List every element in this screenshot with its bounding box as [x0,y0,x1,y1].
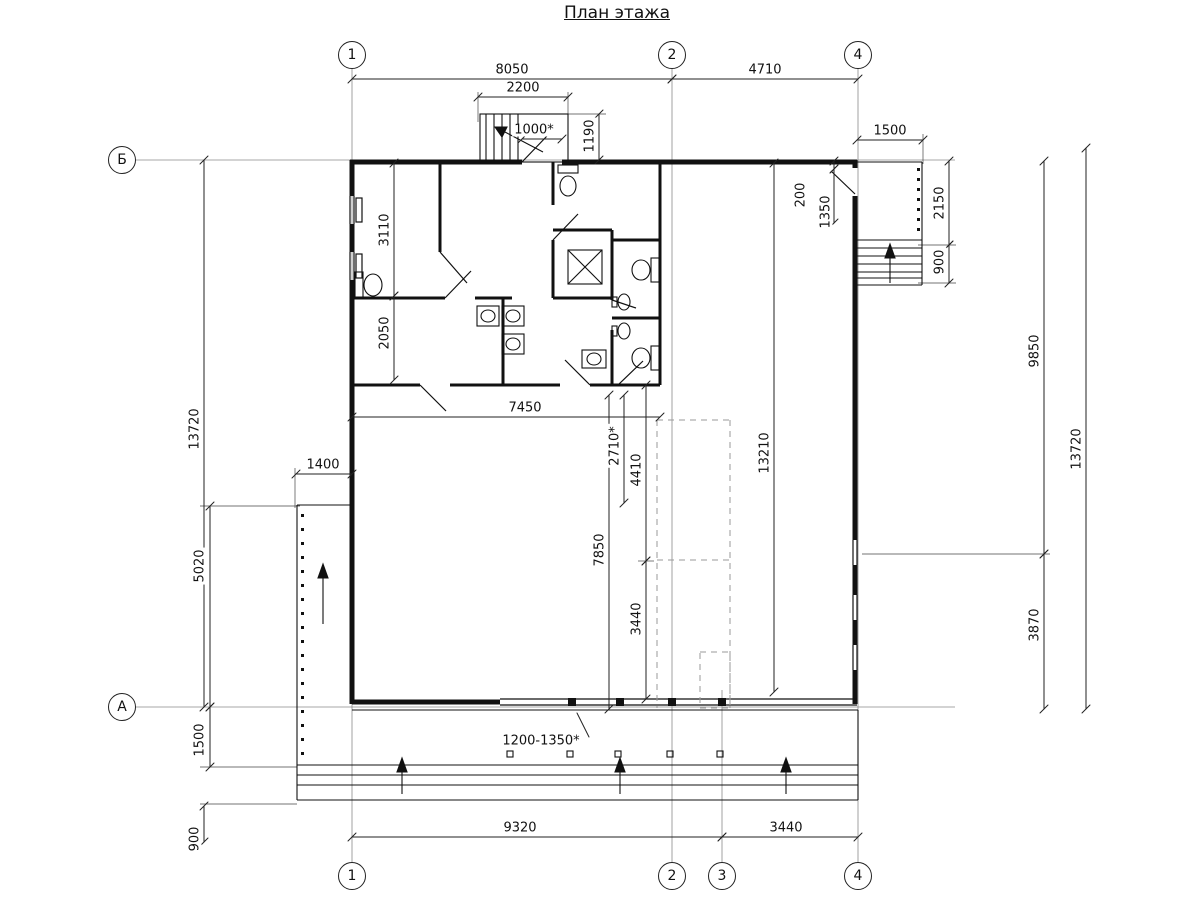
sink-icon [476,305,500,327]
dimension-lines [199,74,1091,847]
entrance-stairs-top-icon [479,113,569,163]
dashed-projection [656,419,731,709]
bottom-terrace-steps [297,709,859,801]
page-title: План этажа [564,3,670,23]
axis-grid-lines [136,69,955,862]
windows [349,196,858,706]
sink-icon [581,349,607,369]
wall-posts [568,698,726,706]
terrace-column-dots [301,514,304,755]
toilet-icon [631,257,660,283]
sink-icon [501,333,525,355]
sink-icon [501,305,525,327]
toilet-icon [354,271,383,299]
up-arrow-icon [317,126,896,794]
interior-walls [352,162,662,387]
washbasin-icon [611,322,631,340]
shower-icon [567,249,603,285]
outer-walls [349,159,858,705]
toilet-icon [631,345,660,371]
left-terrace [296,504,352,800]
porch-railing-dots [917,168,920,231]
porch-stairs-icon [857,161,923,286]
washbasin-icon [611,293,631,311]
door-leaves [419,135,856,412]
toilet-icon [557,164,579,197]
